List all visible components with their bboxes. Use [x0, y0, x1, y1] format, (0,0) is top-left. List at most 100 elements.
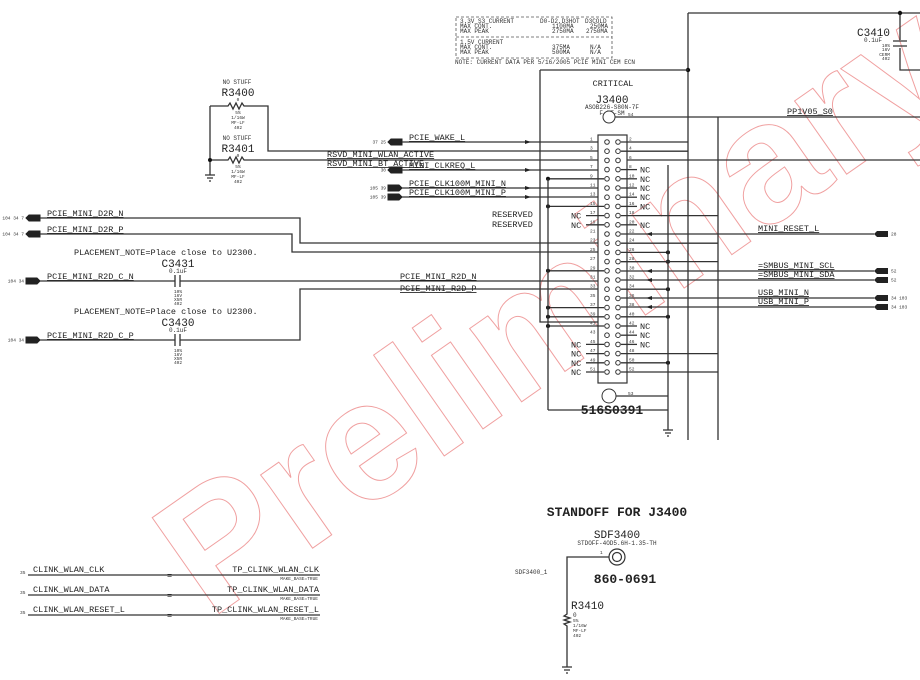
- net-page-refs: 104 34 7: [2, 216, 24, 222]
- net-label: PCIE_CLK100M_MINI_N: [409, 179, 506, 189]
- r3401-value: 0: [237, 153, 240, 159]
- r3401-spec: 1/16W: [231, 169, 245, 175]
- clink-page-ref: 35: [20, 610, 26, 616]
- r3400-ref: R3400: [221, 88, 254, 100]
- pin-number: 30: [629, 265, 635, 271]
- connector-pin-10: [615, 176, 621, 182]
- table-cell: N/A: [590, 49, 601, 56]
- offpage-connector-icon[interactable]: [874, 304, 888, 310]
- connector-pin-24: [615, 240, 621, 246]
- pin-number: 43: [590, 330, 596, 336]
- offpage-connector-icon[interactable]: [387, 138, 403, 146]
- net-pp1v05: PP1V05_S0: [787, 107, 833, 117]
- connector-pin-16: [615, 203, 621, 210]
- table-cell: D0-D2,D3HOT: [540, 18, 580, 25]
- c3410-spec: 10%: [882, 43, 890, 49]
- connector-pin-36: [615, 295, 621, 302]
- table-cell: MAX CONT.: [460, 23, 492, 30]
- net-page-refs: 37 25: [372, 140, 386, 146]
- r3400-spec: MF-LF: [231, 120, 245, 126]
- standoff-net: SDF3400_1: [515, 569, 548, 576]
- r3401-ref: R3401: [221, 144, 254, 156]
- pin-number: 53: [628, 391, 634, 397]
- resistor-r3401: NO STUFF R3401 0 5% 1/16W MF-LF 402: [205, 106, 598, 185]
- r3400-spec: 1/16W: [231, 115, 245, 121]
- r2d-wire: [40, 280, 598, 341]
- connector-pin-48: [615, 350, 621, 357]
- critical-label: CRITICAL: [593, 79, 634, 89]
- c3430-ref: C3430: [161, 318, 194, 330]
- offpage-connector-icon[interactable]: [25, 336, 41, 344]
- net-label: PCIE_CLK100M_MINI_P: [409, 188, 506, 198]
- placement-note: PLACEMENT_NOTE=Place close to U2300.: [74, 307, 258, 317]
- pin-number: 46: [629, 339, 635, 345]
- arrow-icon: [646, 305, 652, 309]
- clink-tp-label: TP_CLINK_WLAN_DATA: [227, 585, 320, 595]
- nc-label: NC: [571, 340, 581, 350]
- pin-number: 1: [590, 137, 593, 143]
- offpage-connector-icon[interactable]: [387, 166, 403, 174]
- connector-pin-49: [604, 360, 610, 366]
- standoff-title: STANDOFF FOR J3400: [547, 505, 688, 520]
- connector-pin-23: [604, 240, 610, 246]
- connector-pin-2: [615, 139, 621, 145]
- pin-number: 20: [629, 219, 635, 225]
- offpage-connector-icon[interactable]: [874, 231, 888, 237]
- table-cell: 250MA: [590, 23, 608, 30]
- arrow-icon: [525, 168, 531, 172]
- net-label: PCIE_WAKE_L: [409, 133, 465, 143]
- offpage-connector-icon[interactable]: [874, 295, 888, 301]
- nc-label: NC: [640, 193, 650, 203]
- arrow-icon: [646, 296, 652, 300]
- pin-number: 31: [590, 275, 596, 281]
- net-page-refs: 52: [891, 278, 897, 284]
- nc-label: NC: [571, 368, 581, 378]
- table-cell: 1100MA: [552, 23, 574, 30]
- r3410-spec: MF-LF: [573, 628, 587, 634]
- table-cell: 2750MA: [586, 28, 608, 35]
- net-page-refs: 28: [891, 232, 897, 238]
- connector-pin-46: [615, 341, 621, 348]
- c3431-spec: 402: [174, 301, 182, 307]
- table-cell: MAX CONT.: [460, 44, 492, 51]
- c3410-spec: CERM: [879, 52, 890, 58]
- pin-number: 51: [590, 367, 596, 373]
- pin-number: 48: [629, 348, 635, 354]
- r3410-ref: R3410: [571, 601, 604, 613]
- standoff-ref: SDF3400: [594, 530, 640, 542]
- offpage-connector-icon[interactable]: [874, 277, 888, 283]
- equals-symbol: =: [167, 571, 172, 581]
- standoff-icon: [608, 548, 626, 566]
- connector-pin-3: [604, 148, 610, 154]
- r3400-note: NO STUFF: [223, 79, 252, 86]
- clink-attr: MAKE_BASE=TRUE: [280, 596, 318, 602]
- net-r2d-p: PCIE_MINI_R2D_P: [400, 284, 477, 294]
- pin-number: 24: [629, 238, 635, 244]
- offpage-connector-icon[interactable]: [25, 214, 41, 222]
- pin-number: 2: [629, 137, 632, 143]
- pin-number: 22: [629, 229, 635, 235]
- offpage-connector-icon[interactable]: [874, 268, 888, 274]
- power-rail-wire: [687, 12, 920, 440]
- pin-number: 12: [629, 183, 635, 189]
- connector-pin-33: [604, 286, 610, 293]
- offpage-connector-icon[interactable]: [25, 277, 41, 285]
- connector-pin-22: [615, 231, 621, 237]
- r3410-symbol: [561, 556, 609, 667]
- connector-refdes: J3400: [595, 95, 628, 107]
- offpage-connector-icon[interactable]: [387, 184, 403, 192]
- pin-number: 26: [629, 247, 635, 253]
- r3410-spec: 402: [573, 633, 581, 639]
- connector-pin-39: [604, 314, 610, 320]
- offpage-connector-icon[interactable]: [387, 193, 403, 201]
- connector-body: [597, 134, 628, 384]
- pin-number: 49: [590, 357, 596, 363]
- r3401-spec: 402: [234, 179, 242, 185]
- pin-number: 40: [629, 311, 635, 317]
- capacitor-c3430: PLACEMENT_NOTE=Place close to U2300. C34…: [74, 307, 258, 366]
- net-page-refs: 105 39: [370, 186, 387, 192]
- offpage-connector-icon[interactable]: [25, 230, 41, 238]
- net-label: USB_MINI_N: [758, 288, 809, 298]
- pin-number: 41: [590, 321, 596, 327]
- ground-icon: [205, 174, 215, 182]
